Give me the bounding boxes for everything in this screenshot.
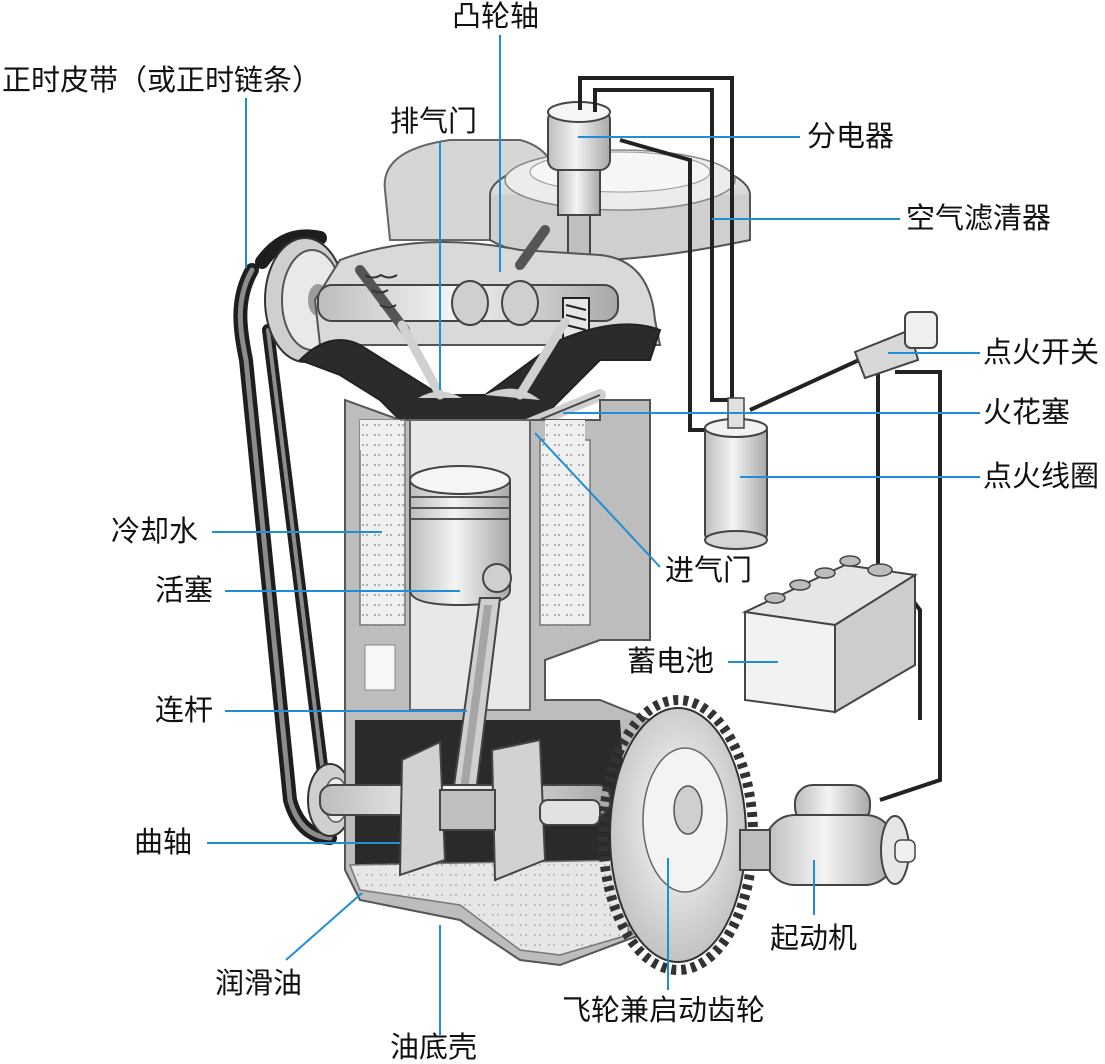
- label-camshaft: 凸轮轴: [452, 0, 540, 33]
- timing-belt-shape: [233, 229, 350, 845]
- label-starter: 起动机: [770, 921, 858, 955]
- battery-shape: [741, 555, 918, 714]
- piston-shape: [409, 465, 512, 607]
- label-exhaust-valve: 排气门: [390, 104, 478, 138]
- label-connecting-rod: 连杆: [155, 693, 214, 727]
- leader-lines: [207, 35, 980, 1035]
- ignition-coil-shape: [704, 397, 768, 550]
- starter-motor-shape: [739, 784, 916, 886]
- label-air-filter: 空气滤清器: [906, 201, 1052, 235]
- cylinder-head: [313, 225, 662, 346]
- flywheel-shape: [598, 695, 758, 975]
- label-cooling-water: 冷却水: [111, 514, 199, 548]
- label-crankshaft: 曲轴: [134, 825, 193, 859]
- engine-illustration: [233, 76, 942, 975]
- water-jacket-left: [359, 419, 406, 626]
- label-lubricating-oil: 润滑油: [215, 966, 303, 1000]
- label-timing-belt: 正时皮带（或正时链条）: [2, 63, 322, 97]
- label-piston: 活塞: [155, 573, 214, 607]
- ignition-switch-shape: [853, 311, 938, 380]
- label-ignition-coil: 点火线圈: [983, 459, 1100, 493]
- label-spark-plug: 火花塞: [983, 395, 1071, 429]
- leader-intake-valve: [534, 432, 661, 568]
- label-intake-valve: 进气门: [665, 553, 753, 587]
- leader-lubricating-oil: [285, 892, 363, 961]
- crankshaft-shape: [319, 738, 611, 882]
- water-jacket-right: [539, 439, 591, 626]
- label-flywheel: 飞轮兼启动齿轮: [562, 993, 766, 1027]
- label-battery: 蓄电池: [627, 644, 715, 678]
- label-distributor: 分电器: [807, 119, 895, 153]
- label-oil-pan: 油底壳: [390, 1030, 478, 1064]
- label-ignition-switch: 点火开关: [983, 335, 1100, 369]
